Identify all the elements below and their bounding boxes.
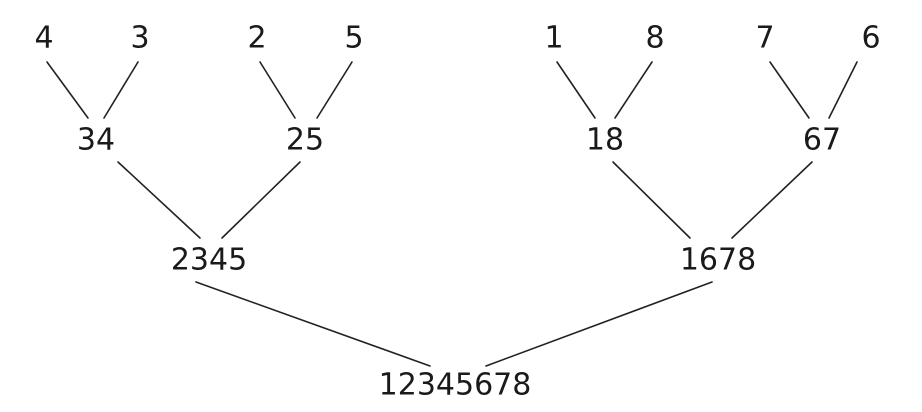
level1-node-67: 67 [803,123,841,158]
leaf-node-6: 6 [861,21,880,56]
edge-2-25 [259,61,296,119]
leaf-node-8: 8 [645,21,664,56]
level2-node-2345: 2345 [171,243,247,278]
level1-node-18: 18 [586,123,624,158]
edge-25-2345 [221,161,301,239]
leaf-node-5: 5 [344,21,363,56]
edge-2345-root [195,281,431,367]
level2-node-1678: 1678 [680,243,756,278]
edge-3-34 [103,61,139,119]
edge-6-67 [828,61,858,119]
edge-18-1678 [612,161,691,239]
leaf-node-3: 3 [130,21,149,56]
edge-67-1678 [731,161,813,239]
leaf-node-2: 2 [247,21,266,56]
level1-node-25: 25 [286,123,324,158]
leaf-node-1: 1 [544,21,563,56]
edge-1678-root [485,281,713,367]
edge-34-2345 [117,161,201,239]
root-node-12345678: 12345678 [379,368,532,403]
edge-5-25 [316,61,353,119]
leaf-node-4: 4 [34,21,53,56]
leaf-node-7: 7 [755,21,774,56]
edge-4-34 [46,61,89,119]
level1-node-34: 34 [77,123,115,158]
edge-1-18 [556,61,596,119]
edge-8-18 [614,61,653,119]
edge-7-67 [769,61,810,119]
